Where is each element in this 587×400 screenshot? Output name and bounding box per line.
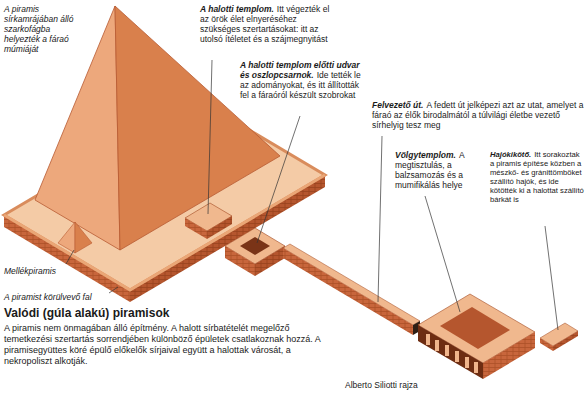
callout-text: Hajókikötő.Itt sorakoztak a piramis épít…	[490, 150, 584, 204]
callout-text: Alberto Siliotti rajza	[345, 380, 418, 390]
callout-text: Mellékpiramis	[4, 266, 56, 276]
wall-front-left	[4, 215, 130, 302]
callout-text: A piramist körülvevő fal	[4, 292, 92, 302]
harbour-front	[540, 338, 553, 351]
callout-text: A piramis sírkamrájában álló szarkofágba…	[4, 4, 82, 54]
caption-text: A piramis nem önmagában álló építmény. A…	[4, 323, 334, 367]
callout-heading: Völgytemplom.	[395, 150, 456, 160]
wall-front-right	[130, 175, 325, 302]
part-label: A piramist körülvevő fal	[4, 292, 92, 302]
callout-text: A halotti templom.Itt végezték el az örö…	[200, 4, 335, 44]
wall-rim	[4, 175, 325, 290]
callout-text: Völgytemplom.A megtisztulás, a balzsamoz…	[395, 150, 481, 190]
valley-temple-pillars	[428, 334, 476, 373]
callout-body: Itt sorakoztak a piramis építése közben …	[490, 150, 584, 204]
part-label: Mellékpiramis	[4, 266, 56, 276]
callout-heading: A halotti templom.	[200, 4, 274, 14]
part-label: Alberto Siliotti rajza	[345, 380, 418, 390]
causeway-side	[283, 248, 413, 335]
callout-heading: Felvezető út.	[372, 100, 423, 110]
callout-text: A halotti templom előtti udvar és oszlop…	[240, 60, 365, 100]
callout-heading: Hajókikötő.	[490, 150, 531, 159]
causeway-top	[283, 244, 420, 325]
callout-text: Felvezető út.A fedett út jelképezi azt a…	[372, 100, 584, 130]
courtyard-open	[240, 237, 270, 255]
part-label: A piramis sírkamrájában álló szarkofágba…	[4, 4, 73, 54]
temple-left	[185, 218, 207, 239]
harbour-side	[553, 331, 578, 351]
valley-temple-side	[483, 332, 535, 379]
diagram-title: Valódi (gúla alakú) piramisok	[4, 306, 169, 320]
valley-temple-front	[418, 325, 483, 379]
valley-temple-inner	[440, 307, 510, 349]
satellite-pyramid-right	[75, 222, 92, 253]
